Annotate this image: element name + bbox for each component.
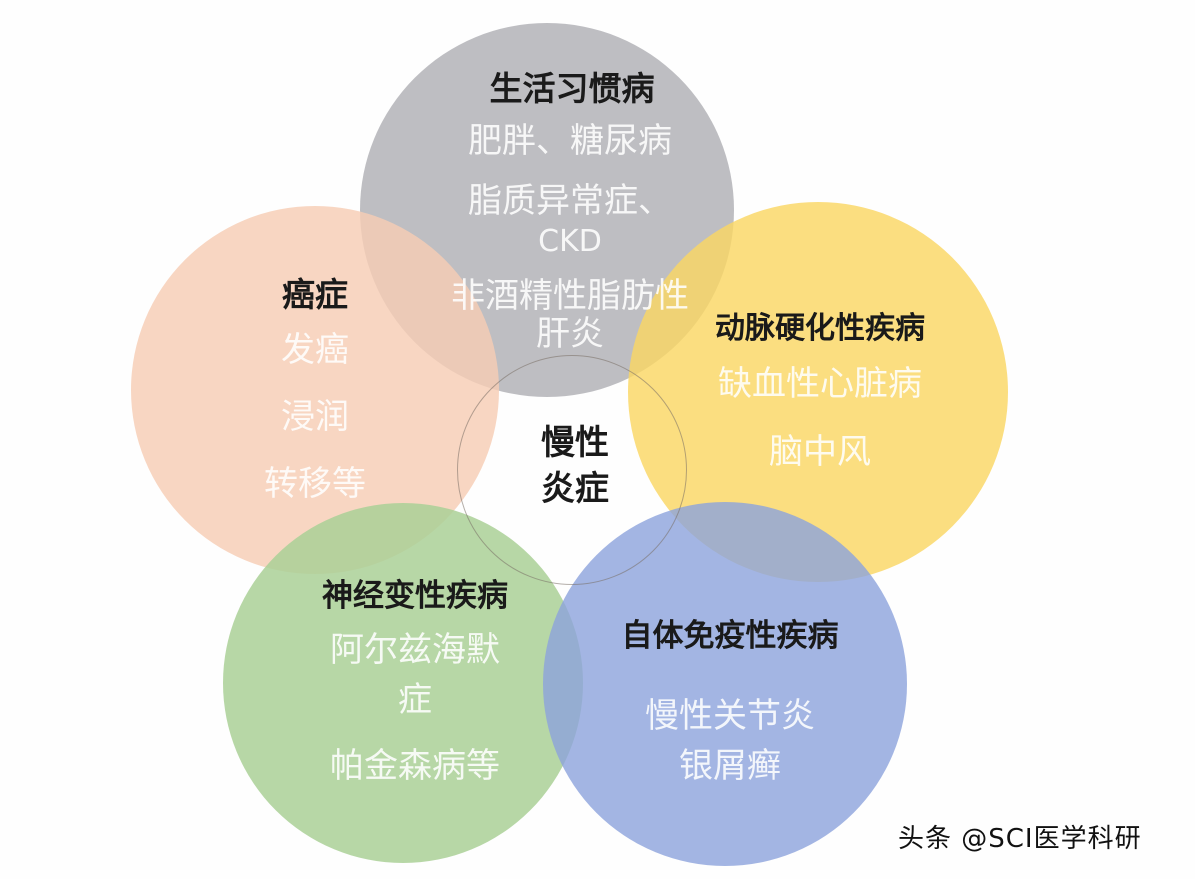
neurodegenerative-item: 症 (398, 680, 432, 720)
center-line-1: 慢性 (541, 423, 609, 463)
lifestyle-title: 生活习惯病 (489, 69, 655, 108)
cancer-item: 转移等 (264, 464, 366, 504)
watermark: 头条 @SCI医学科研 (898, 824, 1142, 854)
circle-chronic-inflammation (457, 355, 687, 585)
center-title: 慢性 炎症 (520, 420, 630, 512)
center-line-2: 炎症 (541, 469, 609, 509)
atherosclerosis-item: 脑中风 (769, 432, 871, 472)
autoimmune-title: 自体免疫性疾病 (621, 618, 839, 654)
neurodegenerative-item: 阿尔兹海默 (330, 630, 500, 670)
autoimmune-item: 慢性关节炎 (645, 696, 815, 736)
neurodegenerative-item: 帕金森病等 (330, 746, 500, 786)
cancer-title: 癌症 (282, 275, 348, 314)
lifestyle-item: 肝炎 (536, 314, 604, 354)
lifestyle-item: CKD (538, 224, 602, 259)
atherosclerosis-item: 缺血性心脏病 (718, 364, 922, 404)
lifestyle-item: 肥胖、糖尿病 (468, 121, 672, 161)
atherosclerosis-title: 动脉硬化性疾病 (715, 311, 925, 346)
lifestyle-item: 非酒精性脂肪性 (451, 276, 689, 316)
cancer-item: 浸润 (281, 397, 349, 437)
lifestyle-item: 脂质异常症、 (468, 181, 672, 221)
cancer-item: 发癌 (281, 330, 349, 370)
neurodegenerative-title: 神经变性疾病 (322, 578, 508, 614)
autoimmune-item: 银屑癣 (679, 746, 781, 786)
